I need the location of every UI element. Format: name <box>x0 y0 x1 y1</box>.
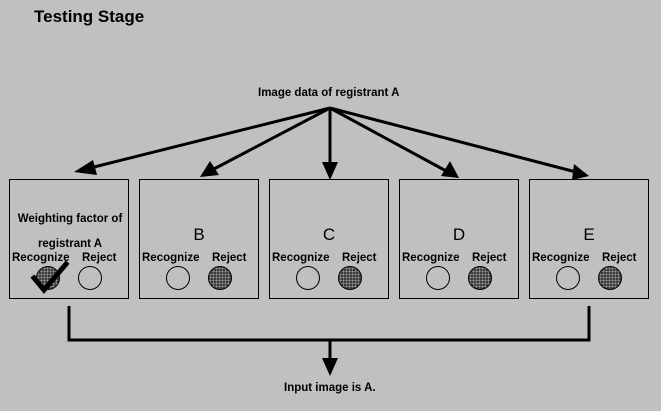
recognize-label: Recognize <box>402 252 460 264</box>
recognize-label: Recognize <box>142 252 200 264</box>
reject-label: Reject <box>602 252 637 264</box>
reject-label: Reject <box>472 252 507 264</box>
reject-label: Reject <box>212 252 247 264</box>
registrant-box-d: D Recognize Reject <box>399 179 519 299</box>
checkmark-icon <box>30 260 70 294</box>
box-letter: C <box>322 225 336 244</box>
reject-circle[interactable] <box>598 266 622 290</box>
box-letter: D <box>452 225 466 244</box>
reject-label: Reject <box>342 252 377 264</box>
reject-circle[interactable] <box>338 266 362 290</box>
arrowhead-b <box>200 161 219 177</box>
recognize-label: Recognize <box>272 252 330 264</box>
source-label: Image data of registrant A <box>258 87 400 99</box>
weighting-factor-line2: registrant A <box>37 238 103 250</box>
recognize-circle[interactable] <box>556 266 580 290</box>
reject-circle[interactable] <box>468 266 492 290</box>
registrant-box-e: E Recognize Reject <box>529 179 649 299</box>
box-letter: E <box>583 225 595 244</box>
output-label: Input image is A. <box>284 382 376 394</box>
arrowhead-a <box>74 160 97 175</box>
arrowhead-e <box>572 164 589 180</box>
registrant-box-c: C Recognize Reject <box>269 179 389 299</box>
arrowhead-c <box>322 162 338 180</box>
recognize-circle[interactable] <box>296 266 320 290</box>
page-title: Testing Stage <box>34 7 145 26</box>
arrow-to-box-a <box>89 106 331 170</box>
reject-circle[interactable] <box>78 266 102 290</box>
recognize-label: Recognize <box>12 252 70 264</box>
recognize-label: Recognize <box>532 252 590 264</box>
recognize-circle[interactable] <box>426 266 450 290</box>
combine-bracket <box>67 306 591 342</box>
arrowhead-output <box>322 358 338 376</box>
arrow-to-box-d <box>329 106 449 174</box>
recognize-circle[interactable] <box>166 266 190 290</box>
registrant-box-b: B Recognize Reject <box>139 179 259 299</box>
weighting-factor-label: Weighting factor of registrant A <box>16 207 124 257</box>
arrow-to-box-e <box>329 106 577 174</box>
arrow-to-box-b <box>211 106 331 172</box>
registrant-box-a: Weighting factor of registrant A Recogni… <box>9 179 129 299</box>
reject-label: Reject <box>82 252 117 264</box>
weighting-factor-line1: Weighting factor of <box>17 213 123 225</box>
reject-circle[interactable] <box>208 266 232 290</box>
box-letter: B <box>193 225 205 244</box>
arrowhead-d <box>441 161 459 178</box>
